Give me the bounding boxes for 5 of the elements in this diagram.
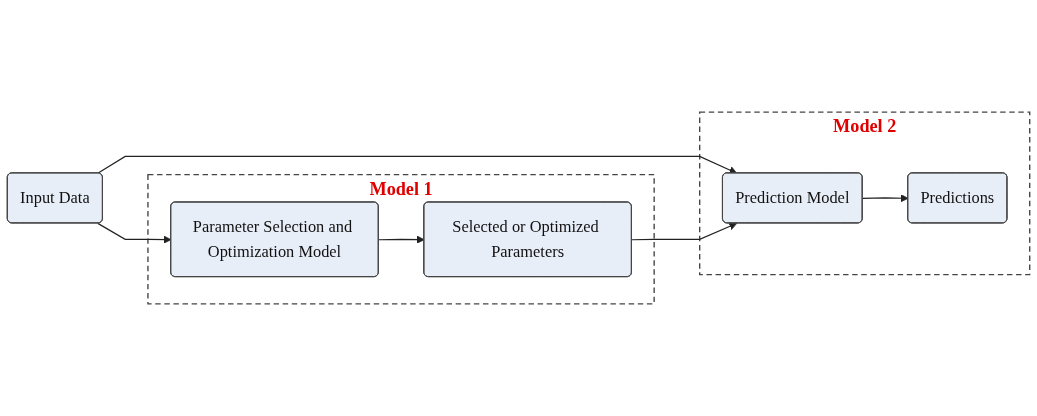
arrow [97, 155, 738, 174]
arrow [97, 222, 172, 244]
arrow [631, 222, 738, 241]
arrow [862, 194, 909, 203]
arrow [378, 235, 425, 244]
